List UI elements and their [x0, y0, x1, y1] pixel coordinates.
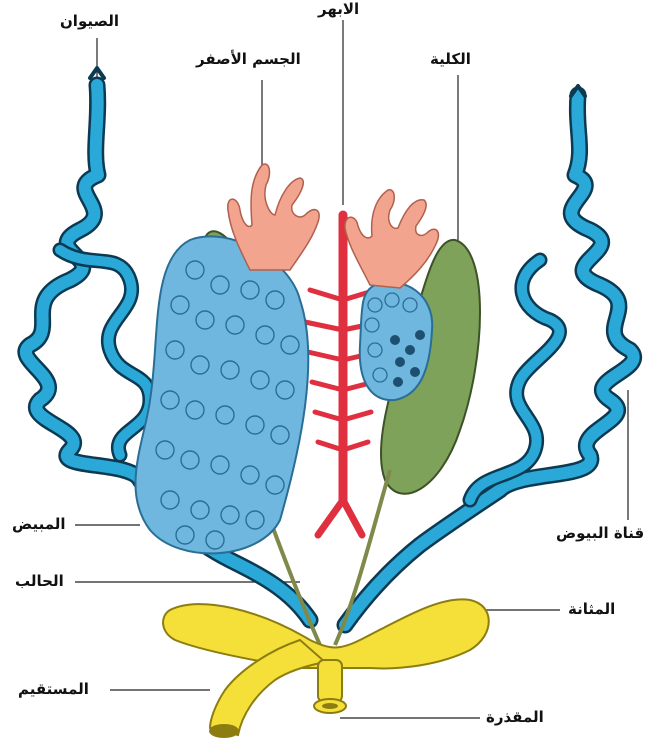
right-corpus-luteum: [345, 190, 438, 288]
cloaca: [314, 660, 346, 713]
label-cloaca: المقذرة: [486, 708, 544, 726]
label-ureter: الحالب: [15, 572, 64, 590]
label-rectum: المستقيم: [18, 680, 89, 698]
label-aorta: الابهر: [318, 0, 359, 18]
ureters: [270, 470, 390, 645]
label-funiculus: الصيوان: [60, 12, 119, 30]
bladder: [163, 599, 489, 668]
label-ovary: المبيض: [12, 515, 66, 533]
label-oviduct: قناة البيوض: [556, 524, 644, 542]
left-ovary: [135, 236, 308, 553]
label-kidney: الكلية: [430, 50, 471, 68]
left-corpus-luteum: [228, 164, 319, 270]
label-corpus-luteum: الجسم الأصفر: [196, 50, 301, 68]
label-bladder: المثانة: [568, 600, 615, 618]
